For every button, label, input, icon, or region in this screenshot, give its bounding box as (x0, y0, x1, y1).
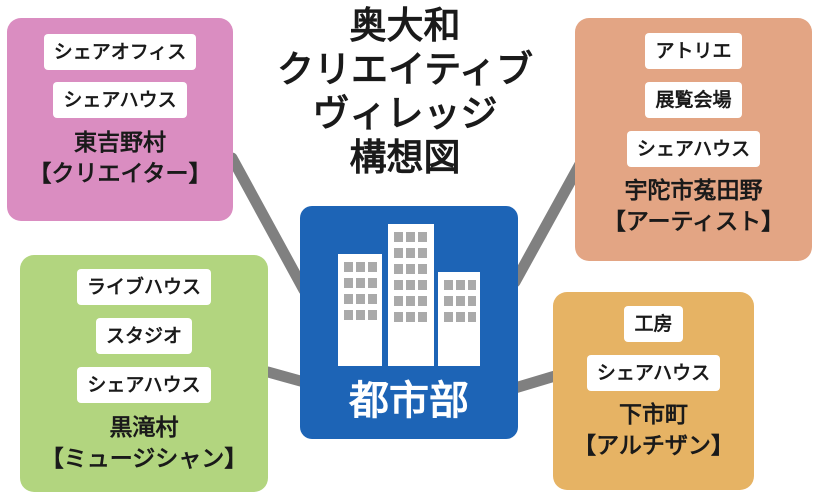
area-box-kurotaki: ライブハウス スタジオ シェアハウス 黒滝村 【ミュージシャン】 (20, 255, 268, 492)
facility-tag: アトリエ (645, 33, 742, 69)
facility-tag: シェアハウス (53, 82, 187, 118)
area-place-name: 下市町 (619, 402, 688, 428)
area-role: 【ミュージシャン】 (40, 446, 248, 472)
title-line: ヴィレッジ (312, 92, 498, 135)
facility-tag: 展覧会場 (645, 82, 742, 118)
area-box-east-yoshino: シェアオフィス シェアハウス 東吉野村 【クリエイター】 (7, 18, 233, 221)
center-label: 都市部 (349, 378, 469, 424)
facility-tag: 工房 (624, 306, 683, 342)
area-place-name: 東吉野村 (74, 130, 166, 156)
city-buildings-icon (338, 224, 480, 366)
area-box-uda: アトリエ 展覧会場 シェアハウス 宇陀市菟田野 【アーティスト】 (575, 18, 812, 261)
facility-tag: シェアハウス (77, 367, 211, 403)
area-role: 【アーティスト】 (602, 209, 785, 235)
area-place-name: 宇陀市菟田野 (624, 178, 763, 204)
area-role: 【クリエイター】 (28, 161, 212, 187)
connector-shimoichi (509, 370, 561, 394)
facility-tag: シェアオフィス (43, 34, 197, 70)
connector-kurotaki (262, 366, 310, 388)
area-place-name: 黒滝村 (109, 415, 179, 441)
facility-tag: ライブハウス (76, 269, 211, 305)
city-center-box: 都市部 (300, 206, 518, 439)
area-box-shimoichi: 工房 シェアハウス 下市町 【アルチザン】 (553, 292, 754, 490)
title-line: クリエイティブ (276, 48, 534, 91)
title-line: 奥大和 (349, 4, 461, 47)
diagram-title: 奥大和 クリエイティブ ヴィレッジ 構想図 (255, 4, 555, 180)
facility-tag: シェアハウス (626, 131, 761, 167)
facility-tag: シェアハウス (586, 355, 721, 391)
facility-tag: スタジオ (95, 318, 192, 354)
connector-east-yoshino (226, 152, 310, 296)
connector-uda (509, 149, 591, 288)
area-role: 【アルチザン】 (573, 433, 734, 459)
title-line: 構想図 (349, 136, 461, 179)
